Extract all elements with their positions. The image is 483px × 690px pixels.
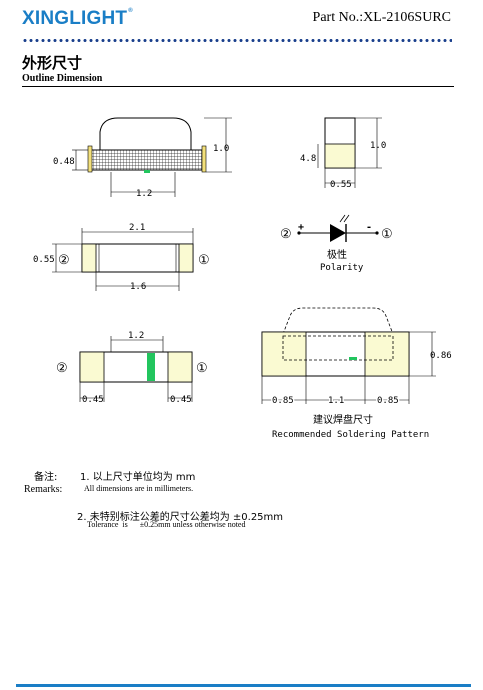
- top-view-pin-right: ①: [198, 253, 210, 268]
- dotted-divider: [22, 38, 452, 43]
- top-view-length: 2.1: [129, 223, 145, 233]
- solder-pad-left: [261, 331, 307, 377]
- bottom-view-pad-left: [79, 351, 105, 383]
- solder-pad-right: [364, 331, 410, 377]
- top-view-width: 0.55: [33, 255, 55, 265]
- end-view-pad-height: 4.8: [300, 154, 316, 164]
- polarity-pin-left: ②: [280, 227, 292, 242]
- side-view-body: [89, 149, 205, 171]
- polarity-pin-right: ①: [381, 227, 393, 242]
- bottom-view-chip: [147, 353, 155, 381]
- bottom-view-width: 1.2: [128, 331, 144, 341]
- section-title-en: Outline Dimension: [22, 73, 103, 84]
- note-1-en: All dimensions are in millimeters.: [84, 484, 194, 493]
- top-view-body: [81, 243, 194, 273]
- bottom-view-pad-right: [167, 351, 193, 383]
- diode-icon: [330, 224, 346, 242]
- top-view-pad-left: [81, 243, 97, 273]
- side-view-lead-left: [87, 145, 93, 173]
- top-view-inner: 1.6: [130, 282, 146, 292]
- footer-bar: [16, 684, 471, 687]
- polarity-symbol: ② + - ① 极性 Polarity: [280, 214, 393, 273]
- polarity-label-cn: 极性: [327, 248, 347, 261]
- side-view-height-body: 0.48: [53, 157, 75, 167]
- side-view-lead-right: [201, 145, 207, 173]
- side-view-width: 1.2: [136, 189, 152, 199]
- solder-label-cn: 建议焊盘尺寸: [313, 413, 373, 426]
- solder-pad-right-dim: 0.85: [377, 396, 399, 406]
- notes-label-en: Remarks:: [24, 484, 63, 495]
- light-emission-icon: [339, 214, 350, 223]
- polarity-plus: +: [298, 222, 304, 233]
- solder-outline-lens: [282, 307, 394, 335]
- solder-height: 0.86: [430, 351, 452, 361]
- notes-label-cn: 备注:: [34, 472, 58, 483]
- bottom-view-pin-right: ①: [196, 361, 208, 376]
- end-view-height: 1.0: [370, 141, 386, 151]
- side-view-height-total: 1.0: [213, 144, 229, 154]
- end-view: 1.0 4.8 0.55: [300, 117, 386, 190]
- bottom-view: 1.2 ② ① 0.45 0.45: [56, 331, 208, 405]
- note-2-en: Tolerance is ±0.25mm unless otherwise no…: [87, 520, 246, 529]
- section-rule: [22, 86, 454, 87]
- end-view-pad: [324, 143, 356, 169]
- bottom-view-pin-left: ②: [56, 361, 68, 376]
- solder-chip: [349, 357, 357, 360]
- side-view: 1.0 0.48 1.2: [53, 117, 232, 199]
- polarity-minus: -: [366, 222, 372, 233]
- solder-outline-body: [282, 335, 394, 361]
- part-number: Part No.:XL-2106SURC: [312, 10, 451, 25]
- bottom-view-pad-right-dim: 0.45: [170, 395, 192, 405]
- solder-gap-dim: 1.1: [328, 396, 344, 406]
- polarity-label-en: Polarity: [320, 263, 364, 273]
- note-1-cn: 1. 以上尺寸单位均为 mm: [80, 472, 196, 483]
- bottom-view-pad-left-dim: 0.45: [82, 395, 104, 405]
- top-view-pad-right: [178, 243, 194, 273]
- side-view-chip: [144, 170, 150, 173]
- solder-label-en: Recommended Soldering Pattern: [272, 430, 429, 440]
- end-view-width: 0.55: [330, 180, 352, 190]
- note-2-cn: 2. 未特别标注公差的尺寸公差均为 ±0.25mm: [77, 512, 284, 523]
- solder-pattern: 0.86 0.85 1.1 0.85 建议焊盘尺寸 Recommended So…: [261, 307, 452, 440]
- solder-pad-left-dim: 0.85: [272, 396, 294, 406]
- brand-logo: XINGLIGHT®: [22, 8, 133, 29]
- top-view: 2.1 0.55 ② ① 1.6: [33, 223, 210, 292]
- side-view-lens: [99, 117, 192, 150]
- section-title-cn: 外形尺寸: [22, 54, 83, 72]
- top-view-pin-left: ②: [58, 253, 70, 268]
- outline-drawing: 1.0 0.48 1.2 1.0 4.8 0.55 2.1: [33, 117, 452, 440]
